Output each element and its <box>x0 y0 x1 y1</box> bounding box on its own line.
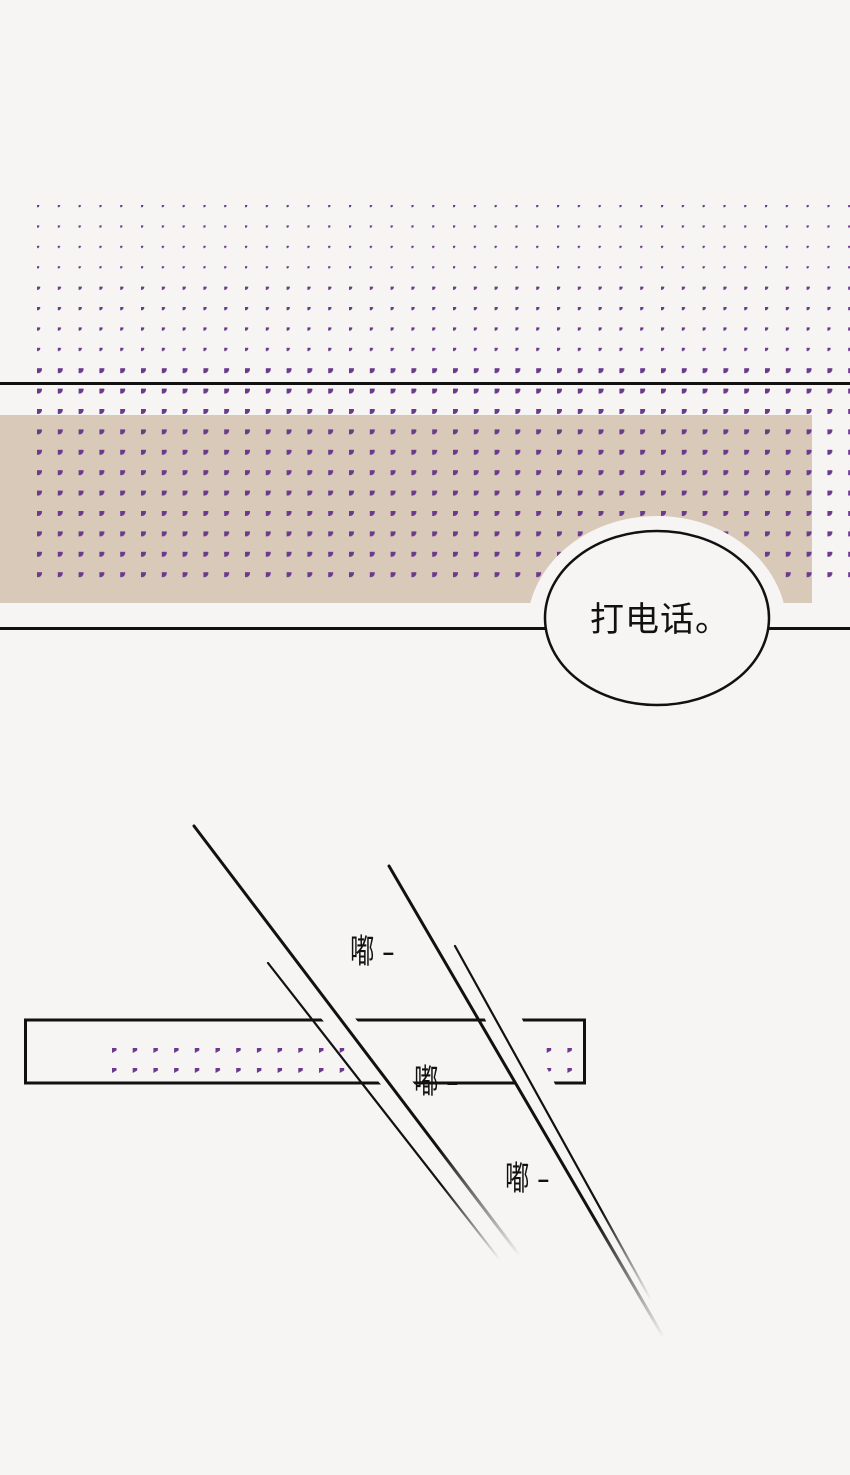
sound-effect-beep-2: 嘟 – <box>414 1062 459 1102</box>
speech-bubble-text: 打电话。 <box>590 600 730 640</box>
sound-effect-beep-3: 嘟 – <box>505 1159 550 1199</box>
speech-bubble <box>543 529 771 707</box>
halftone-dots <box>30 198 850 395</box>
sound-effect-beep-1: 嘟 – <box>350 932 395 972</box>
motion-lines <box>192 824 666 1340</box>
